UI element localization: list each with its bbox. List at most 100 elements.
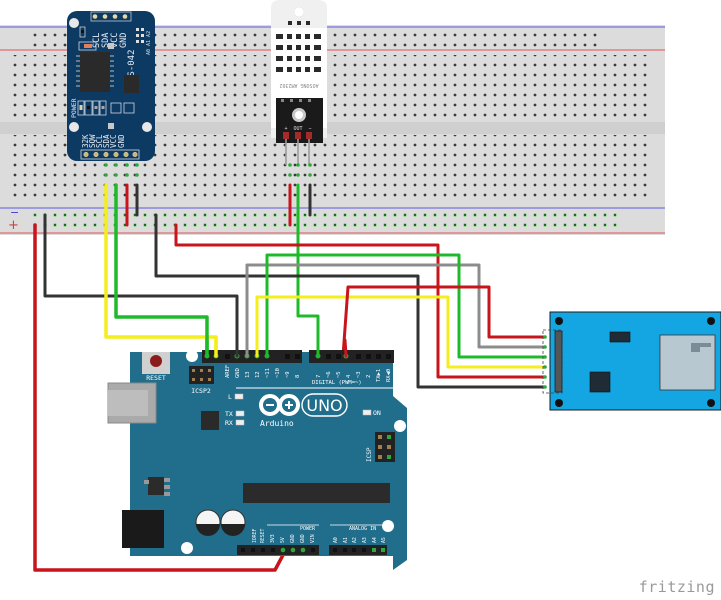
mount-hole [394,420,406,432]
wire-gnd-rail-to-arduino[interactable] [43,213,239,358]
rtc-bottom-pin-scl: SCL [95,134,104,148]
mount-hole [69,122,79,132]
rtc-chip [80,52,110,92]
rtc-legs [104,163,139,177]
minus-rail-label: − [10,206,19,219]
pin-label-reset: RESET [260,528,266,543]
mount-hole [707,399,715,407]
power-label: POWER [300,526,316,532]
mount-hole [181,542,193,554]
pin-label-2: 2 [366,375,372,378]
pin-label-1: TX▶1 [376,369,382,382]
icsp-label: ICSP [366,447,373,462]
pin-label-gnd-1: GND [290,534,296,543]
rtc-address-label: A0 A1 A2 [146,31,152,55]
pin-label-6: ~6 [326,371,332,378]
led-on [362,409,372,416]
dht-pin-minus: − [308,126,311,132]
wire-5v-to-rail[interactable] [33,223,285,572]
pin-label-3v3: 3V3 [270,534,276,543]
wires [33,183,547,572]
reset-label: RESET [146,374,166,382]
rtc-bottom-pin-sda: SDA [102,134,111,148]
dht-pin-plus: + [284,126,287,132]
bottom-rail-holes [30,210,620,230]
led-tx [235,410,245,417]
arduino-logo: UNO Arduino [259,393,348,428]
pin-label-a4: A4 [372,537,378,543]
power-header [237,545,319,555]
pin-label-12: 12 [255,371,261,378]
mount-hole [382,520,394,532]
dht-pin-out: OUT [293,126,302,132]
arduino-uno[interactable]: RESET ICSP2 AREF GND 13 12 ~11 ~10 ~9 8 … [107,350,407,570]
sd-module[interactable] [542,311,721,411]
pin-label-13: 13 [245,371,251,378]
pin-label-0: RX◀0 [386,369,392,382]
dht-model-label: AOSONG AM2302 [279,82,318,88]
plus-rail-label: + [8,218,19,233]
pin-label-7: 7 [316,375,322,378]
sd-chip [589,371,611,393]
rtc-bottom-pin-gnd: GND [117,134,126,148]
pin-label-5v: 5V [280,537,286,543]
pin-label-aref: AREF [225,365,231,378]
icsp-header [375,432,395,462]
sd-regulator [609,331,631,343]
wire-tips [205,338,348,358]
rtc-model-label: ZS-042 [127,49,137,82]
rtc-top-pin-sda: SDA [101,33,111,48]
dht-sensor[interactable]: AOSONG AM2302 + OUT − [271,0,327,177]
wire-dht-data[interactable] [296,183,320,358]
dht-grille [276,21,321,72]
pin-label-4: 4 [346,374,352,378]
analog-header [329,545,387,555]
wire-sd-vcc[interactable] [174,223,547,379]
pin-label-a3: A3 [362,537,368,543]
led-rx [235,419,245,426]
pin-label-8: 8 [295,375,301,378]
pin-label-a2: A2 [352,537,358,543]
center-gutter [0,122,665,134]
sd-pins [543,335,547,389]
mount-hole [186,350,198,362]
rtc-bottom-pin-vcc: VCC [109,134,118,148]
digital-header-right [309,350,394,363]
led-l-label: L [228,393,232,401]
uno-label: UNO [306,396,342,415]
led-on-label: ON [373,409,381,417]
mount-hole [555,317,563,325]
pin-label-ioref: IOREF [252,528,258,543]
wire-sd-mosi[interactable] [265,253,547,359]
wire-sd-gnd[interactable] [154,213,547,389]
mount-hole [707,317,715,325]
rtc-top-pin-scl: SCL [92,33,102,48]
eeprom-chip [124,75,139,93]
pin-label-gnd: GND [235,368,241,378]
analog-label: ANALOG IN [349,526,376,532]
led-rx-label: RX [225,419,233,427]
pin-label-a1: A1 [343,537,349,543]
rtc-bottom-pin-sqw: SQW [88,134,97,148]
capacitor [220,509,246,536]
icsp2-header [189,366,214,384]
digital-header-left [202,350,302,363]
wire-sd-miso[interactable] [255,295,547,369]
led-tx-label: TX [225,410,233,418]
sd-header [554,330,563,393]
mount-hole [69,18,79,28]
rtc-module[interactable]: SCL SDA VCC GND A0 A1 A2 ZS-042 POWER [67,11,155,161]
pin-label-5: ~5 [336,371,342,378]
mount-hole [555,399,563,407]
led-l [234,393,244,400]
pin-label-10: ~10 [275,368,281,378]
wire-rtc-sda[interactable] [114,183,209,358]
digital-label: DIGITAL (PWM=~) [312,380,362,386]
pin-label-a0: A0 [333,537,339,543]
icsp2-label: ICSP2 [191,387,211,395]
wire-sd-sck[interactable] [245,263,547,358]
wire-sd-cs[interactable] [341,285,547,358]
pin-label-vin: VIN [310,534,316,543]
rtc-bottom-pin-32k: 32K [81,134,90,148]
